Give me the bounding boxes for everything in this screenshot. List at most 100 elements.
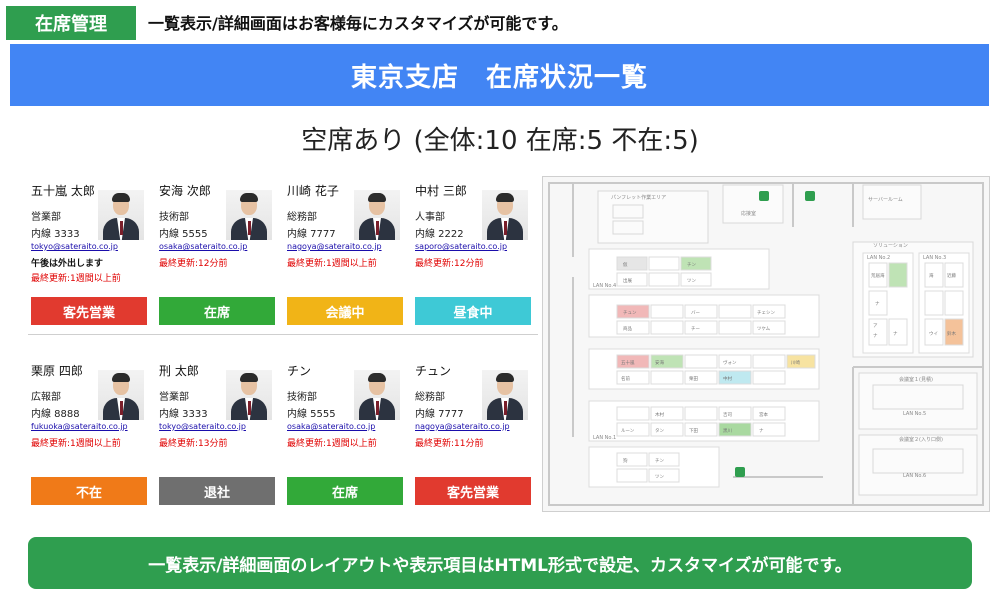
member-card-list: 五十嵐 太郎 営業部 内線 3333 tokyo@sateraito.co.jp…: [28, 176, 538, 512]
member-email-link[interactable]: osaka@sateraito.co.jp: [287, 422, 376, 431]
member-name: 五十嵐 太郎: [31, 184, 95, 198]
member-email-link[interactable]: tokyo@sateraito.co.jp: [31, 242, 118, 251]
member-dept: 広報部: [31, 392, 61, 403]
room-label: LAN No.6: [903, 473, 926, 479]
member-name: 安海 次郎: [159, 184, 211, 198]
member-extension: 内線 5555: [159, 229, 208, 240]
floor-map: パンフレット作業エリア 応接室 サーバールーム ソリューション 会議室１(見積)…: [542, 176, 990, 512]
status-button[interactable]: 客先営業: [415, 477, 531, 505]
status-button[interactable]: 会議中: [287, 297, 403, 325]
svg-text:中村: 中村: [723, 375, 732, 382]
svg-text:チン: チン: [687, 262, 696, 268]
member-photo: [226, 190, 272, 240]
svg-text:ア: ア: [873, 323, 878, 329]
svg-text:近藤: 近藤: [947, 272, 956, 279]
member-email-link[interactable]: tokyo@sateraito.co.jp: [159, 422, 246, 431]
svg-text:狗: 狗: [623, 457, 628, 464]
status-button[interactable]: 在席: [287, 477, 403, 505]
svg-text:チン: チン: [655, 458, 664, 464]
room-label: LAN No.1: [593, 435, 616, 441]
status-button[interactable]: 退社: [159, 477, 275, 505]
member-extension: 内線 7777: [287, 229, 336, 240]
emergency-exit-icon: [735, 191, 815, 477]
svg-text:ツン: ツン: [655, 475, 664, 480]
svg-text:ルーン: ルーン: [621, 429, 635, 434]
status-button[interactable]: 在席: [159, 297, 275, 325]
member-dept: 技術部: [287, 392, 317, 403]
member-last-updated: 最終更新:13分前: [159, 439, 228, 449]
svg-text:木村: 木村: [655, 411, 664, 418]
member-photo: [98, 190, 144, 240]
status-button[interactable]: 昼食中: [415, 297, 531, 325]
room-label: ソリューション: [873, 243, 908, 249]
status-button[interactable]: 不在: [31, 477, 147, 505]
svg-text:チュン: チュン: [623, 310, 637, 316]
member-extension: 内線 3333: [31, 229, 80, 240]
member-email-link[interactable]: nagoya@sateraito.co.jp: [287, 242, 382, 251]
member-extension: 内線 7777: [415, 409, 464, 420]
member-dept: 営業部: [159, 392, 189, 403]
member-name: チュン: [415, 364, 452, 378]
member-email-link[interactable]: saporo@sateraito.co.jp: [415, 242, 508, 251]
svg-text:海: 海: [929, 272, 934, 279]
member-email-link[interactable]: osaka@sateraito.co.jp: [159, 242, 248, 251]
attendance-summary: 空席あり (全体:10 在席:5 不在:5): [301, 126, 699, 156]
room-label: LAN No.4: [593, 283, 616, 289]
member-name: 中村 三郎: [415, 184, 467, 198]
member-card[interactable]: 五十嵐 太郎 営業部 内線 3333 tokyo@sateraito.co.jp…: [28, 176, 148, 331]
member-photo: [354, 370, 400, 420]
member-name: 川崎 花子: [287, 184, 339, 198]
member-last-updated: 最終更新:12分前: [159, 259, 228, 269]
svg-text:安海: 安海: [655, 359, 664, 366]
member-extension: 内線 5555: [287, 409, 336, 420]
member-card[interactable]: 栗原 四郎 広報部 内線 8888 fukuoka@sateraito.co.j…: [28, 356, 148, 511]
member-email-link[interactable]: nagoya@sateraito.co.jp: [415, 422, 510, 431]
section-badge: 在席管理: [6, 6, 136, 40]
member-last-updated: 最終更新:1週間以上前: [31, 274, 121, 284]
member-card[interactable]: 安海 次郎 技術部 内線 5555 osaka@sateraito.co.jp …: [156, 176, 276, 331]
member-dept: 人事部: [415, 212, 445, 223]
room-label: 会議室１(見積): [899, 376, 933, 383]
member-card[interactable]: 刑 太郎 営業部 内線 3333 tokyo@sateraito.co.jp 最…: [156, 356, 276, 511]
svg-text:黒川: 黒川: [723, 428, 732, 434]
svg-text:ナ: ナ: [893, 331, 898, 337]
room-label: LAN No.3: [923, 255, 946, 261]
svg-text:商品: 商品: [623, 325, 632, 332]
svg-text:ツケム: ツケム: [757, 325, 771, 332]
member-last-updated: 最終更新:1週間以上前: [287, 439, 377, 449]
svg-text:チー: チー: [691, 326, 700, 332]
status-button[interactable]: 客先営業: [31, 297, 147, 325]
svg-text:チェシン: チェシン: [757, 310, 775, 316]
member-last-updated: 最終更新:12分前: [415, 259, 484, 269]
member-last-updated: 最終更新:11分前: [415, 439, 484, 449]
svg-text:鈴木: 鈴木: [947, 330, 956, 337]
member-photo: [226, 370, 272, 420]
svg-text:下田: 下田: [689, 428, 698, 434]
svg-text:川崎: 川崎: [791, 359, 800, 366]
svg-text:タン: タン: [655, 427, 664, 434]
member-card[interactable]: 中村 三郎 人事部 内線 2222 saporo@sateraito.co.jp…: [412, 176, 532, 331]
room-label: 会議室２(入り口側): [899, 436, 943, 443]
member-card[interactable]: 川崎 花子 総務部 内線 7777 nagoya@sateraito.co.jp…: [284, 176, 404, 331]
member-name: 栗原 四郎: [31, 364, 83, 378]
member-dept: 総務部: [415, 392, 445, 403]
top-caption: 一覧表示/詳細画面はお客様毎にカスタマイズが可能です。: [148, 14, 568, 33]
bottom-banner: 一覧表示/詳細画面のレイアウトや表示項目はHTML形式で設定、カスタマイズが可能…: [28, 537, 972, 589]
svg-text:出展: 出展: [623, 277, 632, 284]
member-photo: [98, 370, 144, 420]
member-card[interactable]: チュン 総務部 内線 7777 nagoya@sateraito.co.jp 最…: [412, 356, 532, 511]
svg-text:吉司: 吉司: [723, 412, 732, 418]
svg-text:宮本: 宮本: [759, 411, 768, 418]
room-label: LAN No.5: [903, 411, 926, 417]
member-dept: 総務部: [287, 212, 317, 223]
member-email-link[interactable]: fukuoka@sateraito.co.jp: [31, 422, 128, 431]
svg-text:名前: 名前: [621, 375, 630, 382]
member-row: 栗原 四郎 広報部 内線 8888 fukuoka@sateraito.co.j…: [28, 356, 538, 516]
svg-text:ナ: ナ: [759, 428, 764, 434]
member-dept: 営業部: [31, 212, 61, 223]
room-label: サーバールーム: [868, 197, 903, 203]
member-extension: 内線 3333: [159, 409, 208, 420]
member-extension: 内線 8888: [31, 409, 80, 420]
member-card[interactable]: チン 技術部 内線 5555 osaka@sateraito.co.jp 最終更…: [284, 356, 404, 511]
svg-text:栗田: 栗田: [689, 376, 698, 382]
